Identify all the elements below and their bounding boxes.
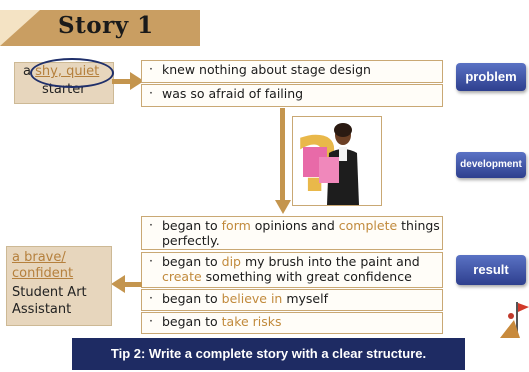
- flag-icon: [498, 300, 529, 338]
- statement-row: · began to form opinions and complete th…: [141, 216, 443, 250]
- statement-text: knew nothing about stage design: [162, 62, 371, 77]
- statement-text: began to: [162, 254, 222, 269]
- bullet: ·: [149, 85, 153, 100]
- keyword: complete: [338, 218, 398, 233]
- statement-text: opinions and: [250, 218, 339, 233]
- assistant-line: Student Art: [12, 285, 87, 300]
- statement-text: began to: [162, 314, 222, 329]
- statement-row: · began to take risks: [141, 312, 443, 334]
- assistant-line: Assistant: [12, 302, 72, 317]
- arrow-starter-shaft: [112, 79, 132, 84]
- development-label: development: [456, 152, 526, 178]
- keyword: form: [221, 218, 251, 233]
- arrow-result-shaft: [124, 282, 142, 287]
- bullet: ·: [149, 217, 153, 232]
- keyword: believe in: [221, 291, 283, 306]
- woman-illustration: ?: [295, 120, 359, 209]
- bullet: ·: [149, 290, 153, 305]
- keyword: dip: [221, 254, 241, 269]
- keyword: create: [162, 269, 202, 284]
- woman-with-question-mark-image: ?: [292, 116, 382, 209]
- arrow-down-shaft: [280, 108, 285, 202]
- bullet: ·: [149, 313, 153, 328]
- statement-row: · was so afraid of failing: [141, 84, 443, 107]
- assistant-line: confident: [12, 266, 74, 281]
- problem-label: problem: [456, 63, 526, 91]
- highlight-ellipse: [30, 58, 114, 88]
- statement-text: my brush into the paint and: [240, 254, 420, 269]
- assistant-box: [6, 246, 112, 326]
- statement-row: · began to dip my brush into the paint a…: [141, 252, 443, 288]
- tip-banner: Tip 2: Write a complete story with a cle…: [72, 338, 465, 370]
- assistant-line: a brave/: [12, 250, 66, 265]
- result-label: result: [456, 255, 526, 285]
- statement-row: · knew nothing about stage design: [141, 60, 443, 83]
- arrow-down-head: [275, 200, 291, 214]
- keyword: take risks: [221, 314, 282, 329]
- statement-text: began to: [162, 291, 222, 306]
- starter-prefix: a: [23, 64, 36, 79]
- bullet: ·: [149, 61, 153, 76]
- arrow-result-head: [111, 275, 125, 293]
- statement-row: · began to believe in myself: [141, 289, 443, 311]
- title-tab: [0, 10, 200, 46]
- bullet: ·: [149, 253, 153, 268]
- arrow-starter-head: [130, 72, 144, 90]
- slide-title: Story 1: [58, 12, 154, 39]
- statement-text: was so afraid of failing: [162, 86, 304, 101]
- statement-text: things: [397, 218, 440, 233]
- statement-text: myself: [282, 291, 328, 306]
- statement-text: began to: [162, 218, 222, 233]
- statement-text: perfectly.: [162, 233, 220, 248]
- statement-text: something with great confidence: [201, 269, 412, 284]
